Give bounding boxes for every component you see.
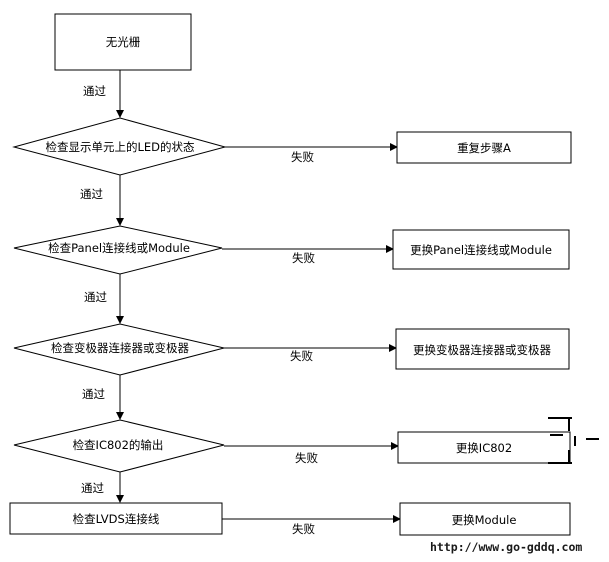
action-box-3-label: 更换变极器连接器或变极器 [413,343,551,357]
decision-check3-label: 检查变极器连接器或变极器 [51,341,189,355]
start-node-label: 无光栅 [106,35,141,49]
action-box-2-label: 更换Panel连接线或Module [410,243,552,257]
decision-check1-label: 检查显示单元上的LED的状态 [45,140,195,154]
edge-label-fail-1: 失败 [291,150,314,164]
watermark: http://www.go-gddq.com [430,540,582,554]
action-box-1-label: 重复步骤A [457,141,511,155]
action-box-4-label: 更换IC802 [456,441,512,455]
edge-label-pass-1: 通过 [80,187,103,201]
action-box-3 [395,328,570,370]
action-box-5-label: 更换Module [452,513,517,527]
edge-label-pass-start: 通过 [83,84,106,98]
check5-box-label: 检查LVDS连接线 [73,512,160,526]
edge-label-fail-5: 失败 [292,522,315,536]
edge-label-pass-4: 通过 [81,481,104,495]
action-box-5 [399,502,571,536]
start-node [54,13,192,71]
edge-label-fail-2: 失败 [292,251,315,265]
decision-check2-label: 检查Panel连接线或Module [48,241,190,255]
crop-marks [548,417,599,464]
action-box-2 [392,229,570,270]
edge-label-pass-3: 通过 [82,387,105,401]
action-box-4 [397,431,571,464]
action-box-1 [396,131,572,164]
edge-label-fail-3: 失败 [290,349,313,363]
check5-box [9,502,223,535]
edge-label-pass-2: 通过 [84,290,107,304]
edge-label-fail-4: 失败 [295,451,318,465]
decision-check4-label: 检查IC802的输出 [73,438,164,452]
